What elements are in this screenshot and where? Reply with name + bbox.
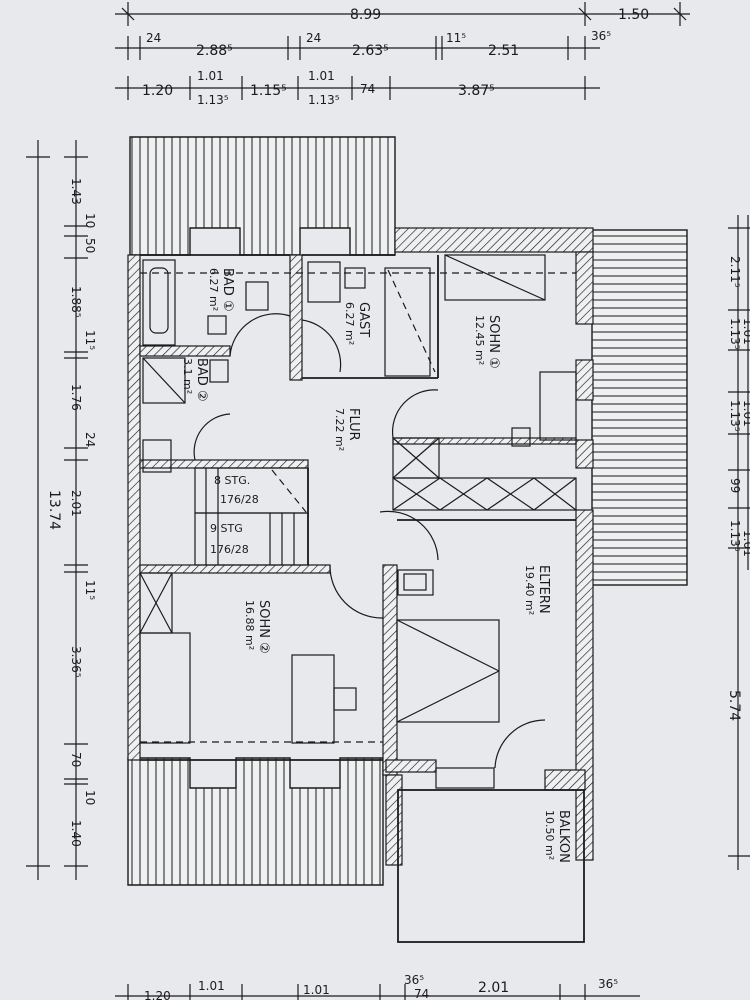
stair-lower-steps: 9 STG (210, 522, 243, 535)
dim-left-12: 1.40 (69, 820, 83, 847)
dim-right-4: 1.13⁵ (728, 400, 742, 432)
dim-right-5: 99 (728, 478, 742, 493)
bottom-dimension-chain: 1.20 1.01 1.01 36⁵ 74 2.01 36⁵ (115, 973, 640, 1000)
room-bad2-name: BAD ② (194, 358, 209, 402)
dim-left-6: 24 (83, 432, 97, 447)
dim-top-r3-0: 1.20 (142, 83, 173, 99)
dim-left-5: 1.76 (69, 384, 83, 411)
dim-top-r3-3: 1.15⁵ (250, 83, 287, 99)
dim-top-r2-3: 2.63⁵ (352, 43, 389, 59)
dim-top-balcony: 1.50 (618, 7, 649, 23)
stair-upper-steps: 8 STG. (214, 474, 250, 487)
stair-upper-ratio: 176/28 (220, 493, 259, 506)
dim-top-r3-7: 3.87⁵ (458, 83, 495, 99)
roof-top (129, 136, 396, 256)
dim-top-r2-0: 24 (146, 31, 161, 45)
dim-bottom-0: 1.20 (144, 989, 171, 1000)
dim-bottom-2: 1.01 (303, 983, 330, 997)
dim-bottom-5: 2.01 (478, 980, 509, 996)
room-labels: BAD ① 6.27 m² GAST 6.27 m² SOHN ① 12.45 … (181, 268, 571, 863)
stair-labels: 8 STG. 176/28 9 STG 176/28 (210, 474, 259, 556)
dim-left-total: 13.74 (46, 490, 62, 530)
dim-right-total: 5.74 (726, 690, 742, 721)
dim-top-r2-6: 36⁵ (591, 29, 611, 43)
dim-top-r2-5: 2.51 (488, 43, 519, 59)
dim-right-6: 1.01 (741, 530, 750, 557)
dim-left-3: 1.88⁵ (69, 286, 83, 318)
dim-left-0: 1.43 (69, 178, 83, 205)
top-dimension-chain: 8.99 1.50 24 2.88⁵ 24 2.63⁵ 11⁵ 2.51 36⁵… (115, 2, 690, 107)
dim-top-r2-4: 11⁵ (446, 31, 466, 45)
roof-bottom (127, 757, 384, 886)
dim-top-r3-5: 1.13⁵ (308, 93, 340, 107)
dim-left-8: 11⁵ (83, 580, 97, 600)
dim-left-10: 70 (69, 752, 83, 767)
dim-bottom-3: 36⁵ (404, 973, 424, 987)
dim-top-r3-4: 1.01 (308, 69, 335, 83)
interior-lines (139, 254, 585, 943)
staircase (194, 467, 309, 566)
room-bad2-area: 3.1 m² (181, 358, 194, 394)
room-sohn2-name: SOHN ② (256, 600, 271, 654)
dim-top-total: 8.99 (350, 7, 381, 23)
room-balkon-name: BALKON (556, 810, 571, 863)
terrace-right (591, 229, 688, 586)
room-eltern-area: 19.40 m² (523, 565, 536, 615)
room-sohn2-area: 16.88 m² (243, 600, 256, 650)
room-balkon-area: 10.50 m² (543, 810, 556, 860)
stair-lower-ratio: 176/28 (210, 543, 249, 556)
dim-left-9: 3.36⁵ (69, 646, 83, 678)
dim-top-r3-1: 1.01 (197, 69, 224, 83)
dim-right-0: 2.11⁵ (728, 256, 742, 288)
room-eltern-name: ELTERN (536, 565, 551, 614)
dim-bottom-6: 36⁵ (598, 977, 618, 991)
dim-right-2: 1.13⁵ (728, 318, 742, 350)
dim-right-3: 1.01 (741, 400, 750, 427)
dim-top-r3-2: 1.13⁵ (197, 93, 229, 107)
room-gast-area: 6.27 m² (343, 302, 356, 345)
dim-right-1: 1.01 (741, 318, 750, 345)
left-dimension-chain: 13.74 1.43 10 50 1.88⁵ 11⁵ 1.76 24 2.01 … (26, 140, 97, 880)
dim-top-r2-1: 2.88⁵ (196, 43, 233, 59)
dim-right-7: 1.13⁵ (728, 520, 742, 552)
dim-left-4: 11⁵ (83, 330, 97, 350)
room-bad1-name: BAD ① (220, 268, 235, 312)
room-flur-area: 7.22 m² (333, 408, 346, 451)
room-sohn1-area: 12.45 m² (473, 315, 486, 365)
dim-top-r2-2: 24 (306, 31, 321, 45)
dim-bottom-4: 74 (414, 987, 429, 1000)
dim-left-11: 10 (83, 790, 97, 805)
dim-left-2: 50 (83, 238, 97, 253)
room-flur-name: FLUR (346, 408, 361, 441)
dim-bottom-1: 1.01 (198, 979, 225, 993)
room-gast-name: GAST (356, 302, 371, 337)
dim-left-7: 2.01 (69, 490, 83, 517)
right-dimension-chain: 5.74 2.11⁵ 1.01 1.13⁵ 1.01 1.13⁵ 99 1.01… (726, 215, 750, 870)
dim-left-1: 10 (83, 213, 97, 228)
room-bad1-area: 6.27 m² (207, 268, 220, 311)
walls (127, 227, 594, 866)
room-sohn1-name: SOHN ① (486, 315, 501, 369)
dim-top-r3-6: 74 (360, 82, 375, 96)
